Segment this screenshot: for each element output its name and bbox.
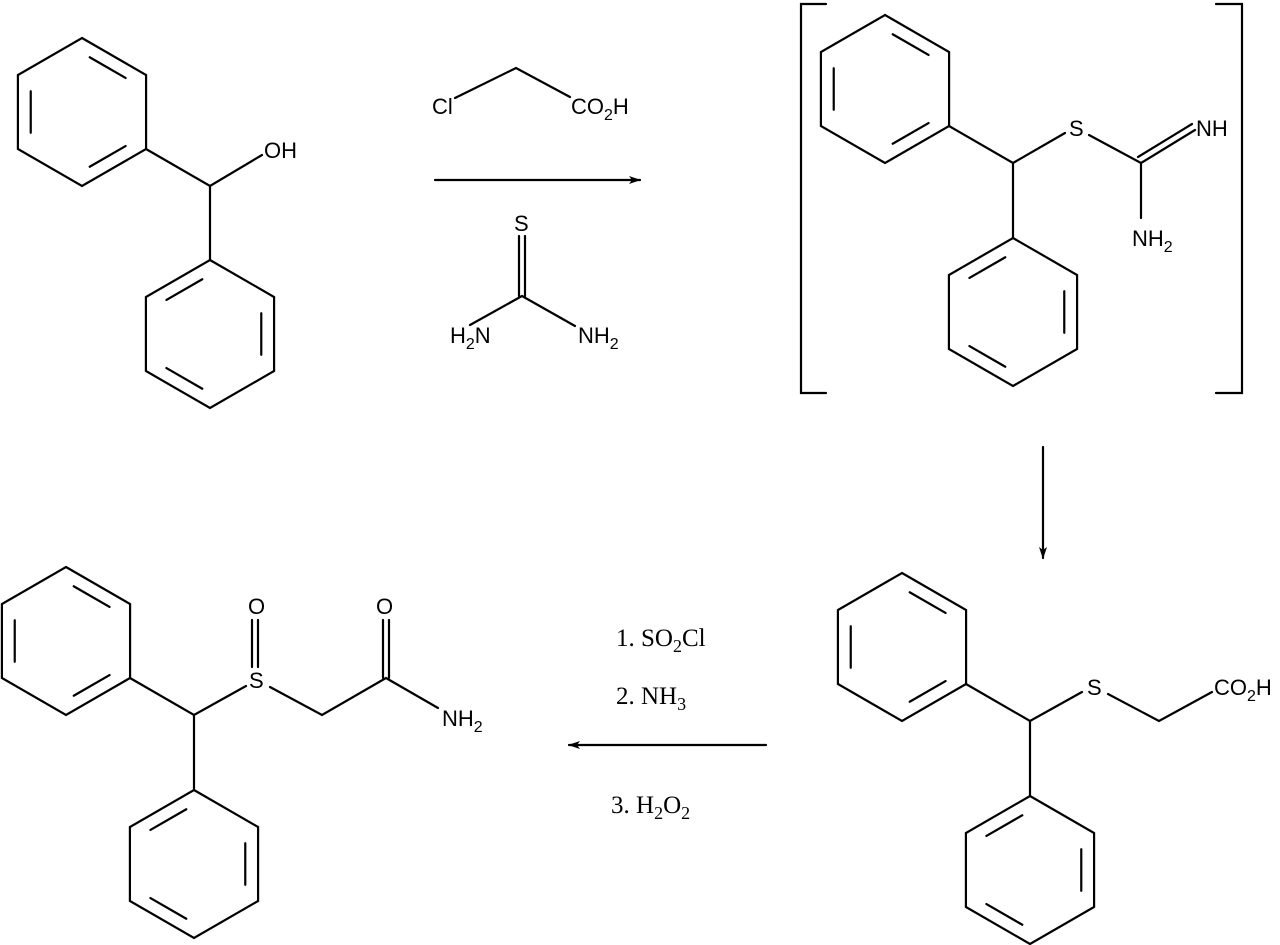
aromatic-double-bond [908,679,947,703]
amine-label-left: H2N [450,323,491,353]
carboxyl-label: CO2H [1214,675,1272,705]
reaction-conditions: 1. SO2Cl 2. NH3 3. H2O2 [611,625,706,823]
aromatic-double-bond [985,902,1024,926]
chloro-label: Cl [432,94,453,119]
condition-step-2: 2. NH3 [616,683,686,714]
aromatic-double-bond [149,896,188,920]
aromatic-double-bond [88,56,127,80]
benzene-rings [0,13,1096,945]
benzene-ring [16,36,148,188]
amine-label-right: NH2 [578,323,619,353]
bracket-left [799,2,828,395]
condition-step-3: 3. H2O2 [611,792,690,823]
imine-label: NH [1196,116,1228,141]
benzene-ring [0,565,132,717]
thiourea: S H2N NH2 [450,211,619,353]
aromatic-double-bond [891,121,930,145]
aromatic-double-bond [165,366,204,390]
sulfur-label: S [514,211,529,236]
amide-label: NH2 [442,706,483,736]
bracket-right [1214,2,1244,395]
aromatic-double-bond [968,344,1007,368]
carboxyl-label: CO2H [571,94,629,124]
aromatic-double-bond [968,256,1007,280]
aromatic-double-bond [985,814,1024,838]
aromatic-double-bond [72,585,111,609]
aromatic-double-bond [88,144,127,168]
benzhydrylthioacetic-acid: S CO2H [964,675,1272,798]
isothiouronium-intermediate: S NH NH2 [799,2,1244,395]
sulfur-label: S [1069,116,1084,141]
modafinil: S O O NH2 [128,594,483,792]
sulfur-label: S [249,668,264,693]
chloroacetic-acid: Cl CO2H [432,66,629,124]
aromatic-double-bond [165,278,204,302]
benzene-ring [128,788,260,940]
hydroxyl-label: OH [264,138,297,163]
benzhydrol: OH [144,138,297,262]
aromatic-double-bond [72,673,111,697]
amine-label: NH2 [1132,226,1173,256]
aromatic-double-bond [891,33,930,57]
sulfoxide-oxygen-label: O [248,594,265,619]
aromatic-double-bond [149,808,188,832]
sulfur-label: S [1087,675,1102,700]
benzene-ring [144,258,276,410]
aromatic-double-bond [908,591,947,615]
benzene-ring [947,236,1079,388]
benzene-ring [819,13,951,165]
condition-step-1: 1. SO2Cl [616,625,706,656]
benzene-ring [964,794,1096,945]
benzene-ring [836,571,968,723]
carbonyl-oxygen-label: O [376,594,393,619]
